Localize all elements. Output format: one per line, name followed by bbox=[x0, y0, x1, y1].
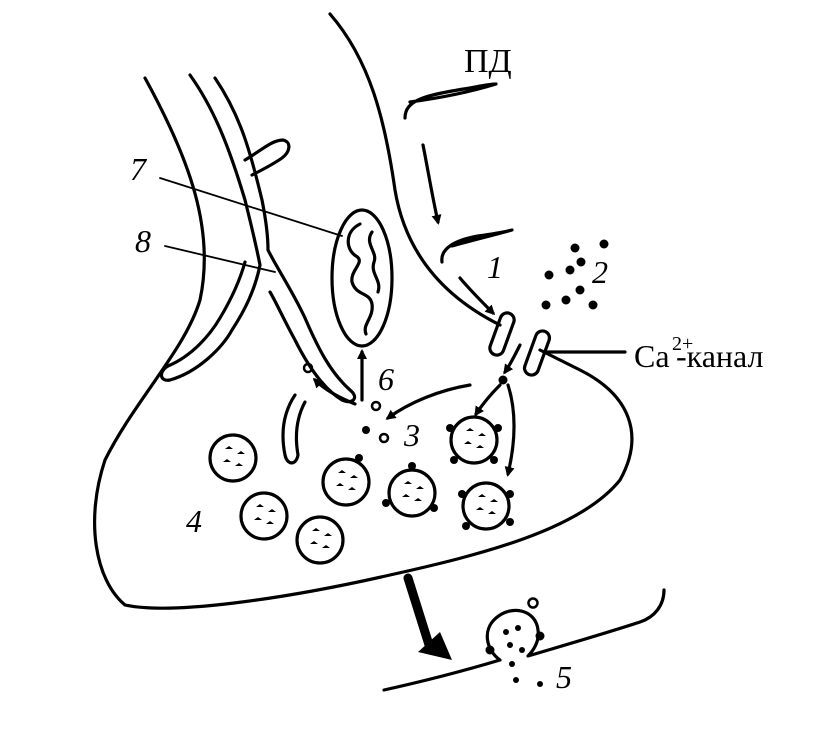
action-potential-arrow bbox=[421, 143, 442, 225]
ca-influx-arrow-left bbox=[503, 343, 522, 375]
leader-line-8 bbox=[164, 245, 276, 273]
presynaptic-terminal-left-outline bbox=[93, 76, 634, 610]
ca-influx-arrow-vesicle-a bbox=[474, 383, 502, 417]
release-arrow bbox=[403, 573, 435, 653]
arrow-to-channel bbox=[458, 276, 496, 316]
label-6: 6 bbox=[378, 361, 394, 397]
calcium-ions-outside bbox=[541, 239, 609, 310]
svg-text:2+: 2+ bbox=[672, 333, 693, 355]
action-potential-wave-top bbox=[403, 82, 498, 120]
synaptic-vesicles bbox=[208, 415, 514, 565]
calcium-channel bbox=[488, 311, 627, 377]
postsynaptic-membrane bbox=[382, 588, 666, 692]
leader-line-7 bbox=[159, 177, 343, 237]
label-ca-channel: Ca 2+ -канал bbox=[634, 333, 764, 374]
svg-text:Ca: Ca bbox=[634, 338, 670, 374]
label-3: 3 bbox=[403, 417, 420, 453]
label-5: 5 bbox=[556, 659, 572, 695]
endoplasmic-reticulum bbox=[159, 73, 357, 465]
arrow-to-reticulum bbox=[312, 377, 357, 406]
label-4: 4 bbox=[186, 503, 202, 539]
label-1: 1 bbox=[487, 249, 503, 285]
mitochondrion bbox=[330, 208, 394, 348]
label-8: 8 bbox=[135, 223, 151, 259]
action-potential-wave-bottom bbox=[440, 228, 514, 264]
label-action-potential: ПД bbox=[464, 43, 512, 80]
label-2: 2 bbox=[592, 254, 608, 290]
label-7: 7 bbox=[130, 151, 148, 187]
mediator-particles bbox=[485, 597, 545, 687]
ca-influx-arrow-vesicle-b bbox=[504, 383, 516, 477]
svg-text:-канал: -канал bbox=[676, 338, 764, 374]
ca-flow-arrow-left bbox=[385, 383, 472, 420]
presynaptic-terminal-right-outline bbox=[328, 12, 502, 327]
calcium-ions-inside bbox=[302, 362, 390, 444]
